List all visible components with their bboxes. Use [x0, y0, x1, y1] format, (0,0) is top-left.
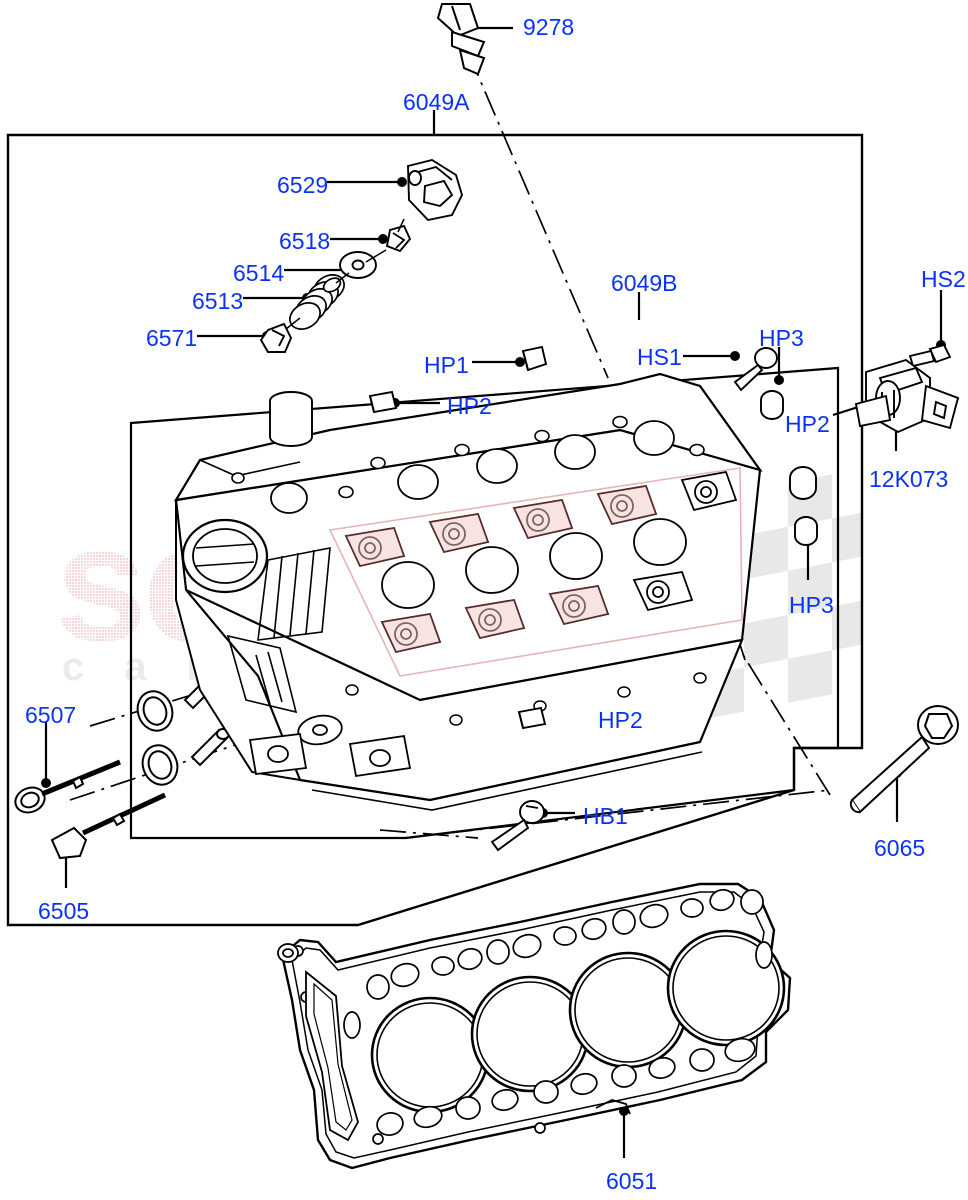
group-frame-6049b — [129, 366, 840, 840]
part-label-6049A[interactable]: 6049A — [403, 89, 470, 115]
part-coolant-temperature-sensor — [436, 3, 486, 76]
part-keeper-6518 — [385, 224, 412, 253]
part-label-HP3-top[interactable]: HP3 — [759, 325, 804, 351]
part-label-HP2-right[interactable]: HP2 — [785, 411, 830, 437]
part-cylinder-head-6049b — [173, 372, 763, 811]
part-plug-hp1 — [521, 345, 548, 372]
part-label-6507[interactable]: 6507 — [25, 702, 77, 728]
part-screw-hs2 — [908, 343, 952, 368]
part-exhaust-valve-6505 — [50, 792, 167, 860]
part-label-6529[interactable]: 6529 — [277, 172, 329, 198]
part-label-6049B[interactable]: 6049B — [611, 270, 678, 296]
part-plug-hp3-top — [760, 390, 784, 420]
part-screw-hs1 — [733, 347, 778, 392]
part-label-HP3-bottom[interactable]: HP3 — [789, 592, 834, 618]
part-intake-valve-6507 — [14, 759, 121, 814]
part-label-9278[interactable]: 9278 — [523, 14, 575, 40]
part-label-HB1[interactable]: HB1 — [583, 803, 628, 829]
part-valve-spring-6513 — [289, 274, 345, 330]
part-label-HP2-lower[interactable]: HP2 — [598, 707, 643, 733]
part-cylinder-head-bolt-6065 — [849, 705, 959, 814]
part-plug-hp3-bottom — [794, 516, 818, 546]
part-label-HP1[interactable]: HP1 — [424, 352, 469, 378]
assembly-axis-dashes — [285, 218, 405, 330]
part-cylinder-head-gasket-6051 — [277, 882, 792, 1170]
part-valve-stem-seal-6571 — [259, 322, 293, 353]
part-label-6065[interactable]: 6065 — [874, 835, 926, 861]
part-label-6571[interactable]: 6571 — [146, 325, 198, 351]
part-label-6514[interactable]: 6514 — [233, 260, 285, 286]
part-label-HS2[interactable]: HS2 — [921, 266, 966, 292]
part-label-6518[interactable]: 6518 — [279, 228, 331, 254]
part-rocker-arm-6529 — [407, 158, 464, 222]
part-plug-hp2-mid — [789, 466, 817, 500]
part-label-6513[interactable]: 6513 — [192, 288, 244, 314]
part-label-HP2-upper-left[interactable]: HP2 — [447, 393, 492, 419]
part-label-6505[interactable]: 6505 — [38, 898, 90, 924]
part-bolt-hb1 — [490, 800, 545, 852]
part-plug-hp2-upper — [368, 390, 398, 414]
part-label-HS1[interactable]: HS1 — [637, 344, 682, 370]
highlight-overlay — [328, 467, 743, 677]
part-label-6051[interactable]: 6051 — [606, 1168, 658, 1194]
part-spring-retainer-6514 — [339, 251, 377, 279]
part-sleeve — [269, 391, 313, 447]
part-camshaft-position-sensor — [854, 358, 960, 434]
part-label-12K073[interactable]: 12K073 — [869, 466, 949, 492]
part-plug-hp2-lower — [517, 706, 547, 730]
